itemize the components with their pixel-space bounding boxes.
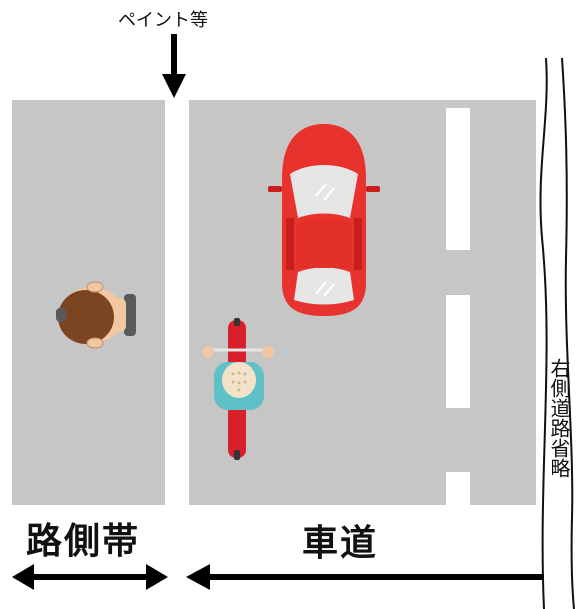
right-road-omitted-label: 右側道路省略 — [547, 358, 571, 478]
lane-dash — [446, 472, 470, 505]
right-road-omitted-border — [539, 58, 580, 609]
left-arrow-icon — [186, 564, 544, 590]
lane-dash — [446, 295, 470, 408]
paint-label: ペイント等 — [118, 10, 208, 31]
cyclist-icon — [202, 318, 274, 460]
roadside-strip-label: 路側帯 — [26, 521, 141, 562]
down-arrow-icon — [162, 34, 186, 98]
car-icon — [268, 124, 380, 316]
carriageway-label: 車道 — [302, 523, 379, 564]
lane-dash — [446, 108, 470, 250]
double-arrow-icon — [12, 564, 168, 590]
pedestrian-icon — [56, 281, 136, 349]
